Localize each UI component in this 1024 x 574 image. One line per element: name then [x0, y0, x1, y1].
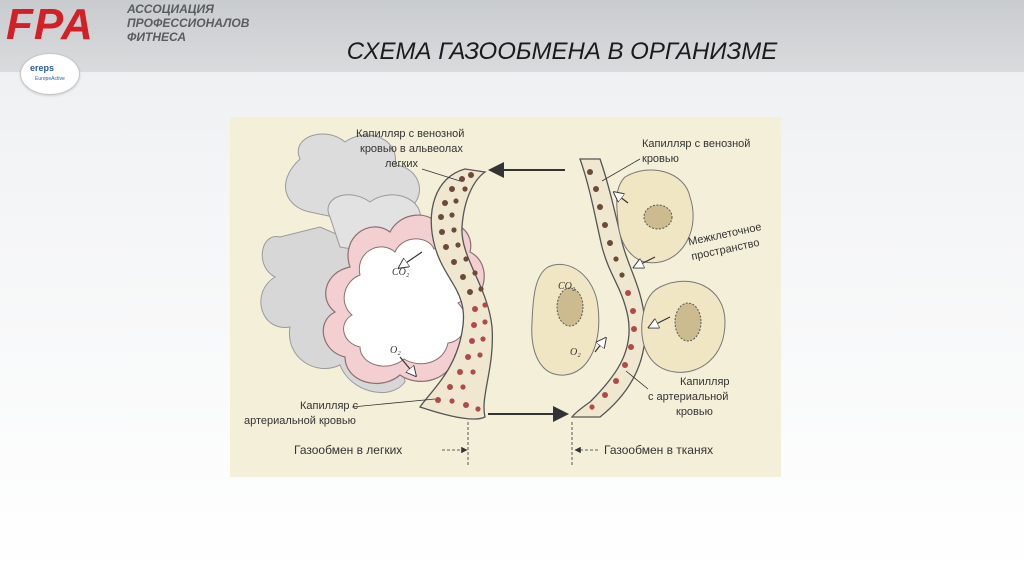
tissue-capillary [570, 158, 646, 418]
lung-capillary [418, 168, 494, 420]
ereps-badge [20, 53, 80, 95]
organization-name: АССОЦИАЦИЯ ПРОФЕССИОНАЛОВ ФИТНЕСА [127, 2, 249, 44]
label-arterial-capillary-tissue: Капилляр с артериальной кровью [625, 370, 730, 418]
ereps-badge-sublabel: EuropeActive [35, 76, 65, 82]
label-line: с артериальной [648, 391, 728, 403]
org-line: ПРОФЕССИОНАЛОВ [127, 16, 250, 30]
diagram-canvas: CO₂ O₂ CO₂ O₂ Капилляр с венозной кровью… [230, 117, 781, 477]
o2-diffusion-arrow-lung [399, 356, 415, 375]
label-line: Капилляр [680, 376, 730, 388]
label-line: кровью в альвеолах [360, 143, 463, 155]
label-venous-capillary-lungs: Капилляр с венозной кровью в альвеолах л… [356, 128, 464, 182]
caption-lungs: Газообмен в легких [294, 422, 469, 467]
co2-diffusion-arrow-lung [400, 251, 423, 267]
o2-diffusion-arrow-tissue-2 [635, 256, 656, 267]
label-line: кровью [676, 406, 713, 418]
co2-label-tissue: CO₂ [558, 281, 576, 292]
o2-label-lung: O₂ [390, 345, 401, 356]
label-venous-capillary-tissue: Капилляр с венозной кровью [601, 138, 750, 182]
label-line: легких [385, 158, 419, 170]
o2-label-tissue: O₂ [570, 347, 581, 358]
caption-lungs-text: Газообмен в легких [294, 443, 402, 457]
label-line: кровью [642, 153, 679, 165]
o2-diffusion-arrow-tissue [594, 339, 605, 353]
label-line: артериальной кровью [244, 415, 356, 427]
label-line: Капилляр с венозной [642, 138, 750, 150]
co2-diffusion-arrow-tissue-2 [650, 316, 671, 327]
tissue-cell-left [531, 263, 600, 376]
header-bar [0, 0, 1024, 72]
co2-label-lung: CO₂ [392, 267, 410, 278]
label-line: Капилляр с венозной [356, 128, 464, 140]
slide-title: СХЕМА ГАЗООБМЕНА В ОРГАНИЗМЕ [346, 38, 778, 65]
org-line: АССОЦИАЦИЯ [127, 2, 214, 16]
org-line: ФИТНЕСА [127, 30, 187, 44]
gas-exchange-diagram: CO₂ O₂ CO₂ O₂ Капилляр с венозной кровью… [230, 117, 781, 477]
fpa-logo: FPA [6, 0, 94, 49]
ereps-badge-label: ereps [30, 63, 55, 73]
label-line: Капилляр с [300, 400, 359, 412]
label-arterial-capillary-lungs: Капилляр с артериальной кровью [244, 398, 436, 427]
co2-diffusion-arrow-tissue [615, 193, 629, 204]
caption-tissues-text: Газообмен в тканях [604, 443, 713, 457]
tissue-cell-right [641, 280, 726, 373]
tissue-cell-upper [616, 169, 694, 264]
caption-tissues: Газообмен в тканях [571, 422, 713, 467]
